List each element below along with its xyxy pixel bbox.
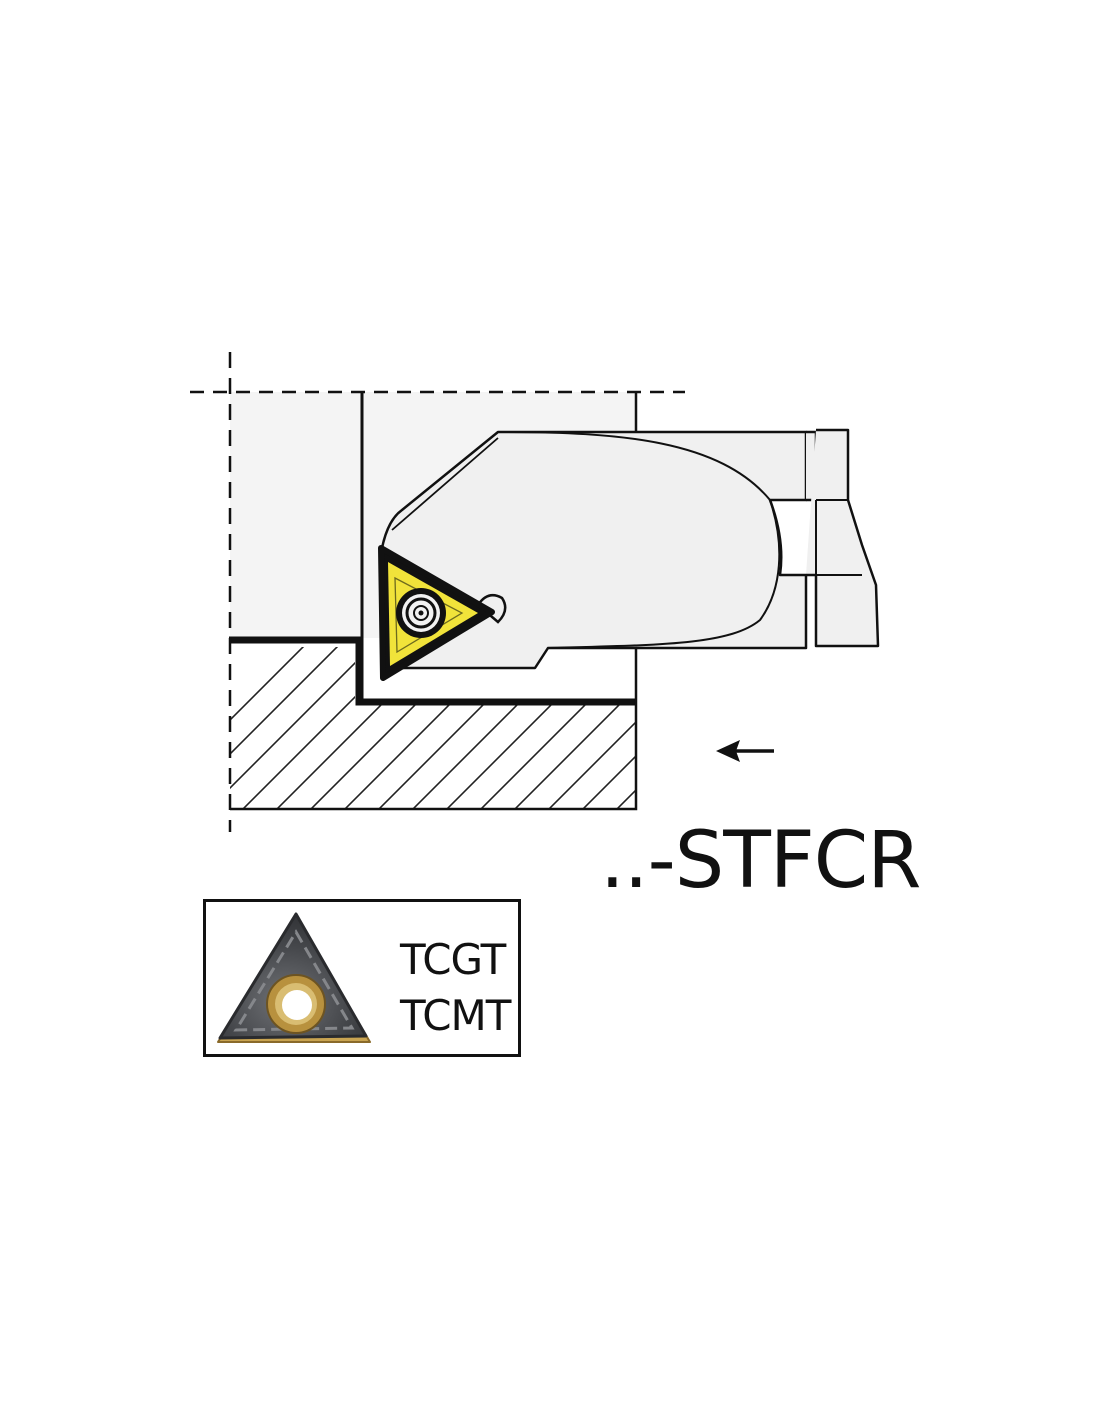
arrow-left-icon (716, 740, 774, 762)
hatch-line (629, 647, 636, 809)
insert-legend-box: TCGT TCMT (203, 899, 521, 1057)
hatch-line (664, 630, 864, 830)
torx-screw-icon (396, 588, 446, 638)
hatch-line (230, 647, 389, 809)
machined-profile (229, 636, 636, 706)
hatch-line (230, 647, 355, 809)
insert-code-tcgt: TCGT (400, 935, 506, 984)
insert-code-tcmt: TCMT (400, 991, 511, 1040)
model-code-label: ..-STFCR (600, 816, 921, 906)
hatch-line (595, 647, 636, 809)
hatch-line (732, 630, 932, 830)
hatch-line (527, 647, 636, 809)
hatch-line (698, 630, 898, 830)
hatch-line (230, 647, 321, 809)
insert-code-list: TCGT TCMT (400, 932, 515, 1044)
hatch-line (561, 647, 636, 809)
insert-image (217, 912, 371, 1043)
hatch-line (493, 647, 636, 809)
